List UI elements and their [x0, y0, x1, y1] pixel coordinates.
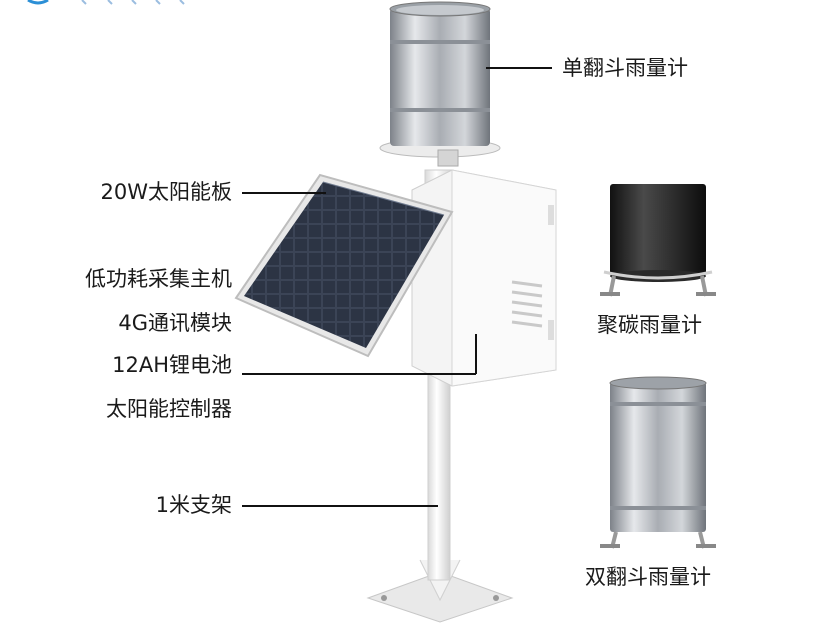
callout-line-battery: [242, 373, 476, 375]
label-double-bucket-rain-gauge: 双翻斗雨量计: [585, 565, 711, 589]
single-bucket-gauge: [379, 1, 501, 167]
label-low-power-host: 低功耗采集主机: [85, 267, 232, 291]
logo-fragment: [27, 0, 185, 5]
callout-line-single-bucket: [486, 67, 552, 69]
callout-line-bracket: [242, 505, 438, 507]
host-enclosure: [411, 169, 557, 387]
solar-panel-drawing: [234, 173, 454, 358]
label-carbon-rain-gauge: 聚碳雨量计: [597, 313, 702, 337]
double-bucket-gauge-drawing: [600, 376, 716, 549]
carbon-gauge-drawing: [600, 184, 716, 297]
label-bracket: 1米支架: [155, 493, 232, 517]
callout-line-solar-panel: [242, 192, 326, 194]
callout-line-battery-up: [475, 334, 477, 374]
label-solar-panel: 20W太阳能板: [100, 180, 233, 204]
label-solar-controller: 太阳能控制器: [106, 397, 232, 421]
label-single-bucket-rain-gauge: 单翻斗雨量计: [562, 56, 688, 80]
label-4g-module: 4G通讯模块: [118, 311, 232, 335]
support-pole: [427, 364, 451, 581]
label-battery: 12AH锂电池: [112, 353, 232, 377]
